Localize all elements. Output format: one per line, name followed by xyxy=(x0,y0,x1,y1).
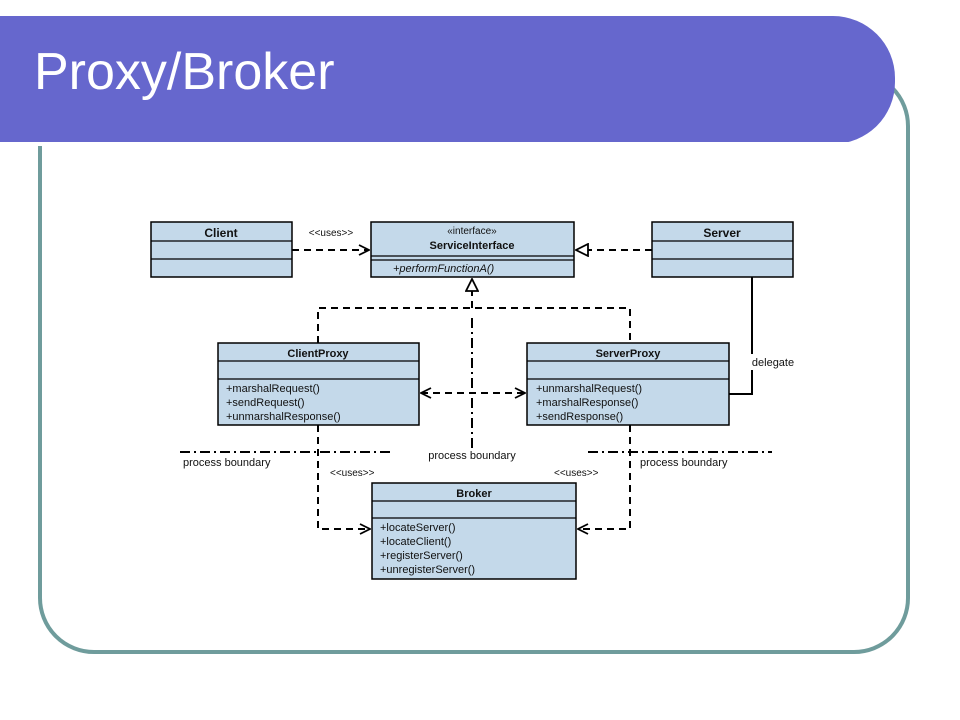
delegate-label: delegate xyxy=(752,357,794,369)
service-interface-class: «interface» ServiceInterface +performFun… xyxy=(370,221,575,278)
process-boundary-label-right: process boundary xyxy=(640,457,728,469)
server-proxy-method: +marshalResponse() xyxy=(536,397,638,409)
client-proxy-method: +sendRequest() xyxy=(226,397,305,409)
broker-method: +unregisterServer() xyxy=(380,564,475,576)
proxies-realization-line xyxy=(317,307,631,343)
uses-label-right: <<uses>> xyxy=(554,468,599,479)
title-underline xyxy=(0,142,848,146)
service-interface-stereotype: «interface» xyxy=(447,226,497,237)
client-proxy-method: +unmarshalResponse() xyxy=(226,411,341,423)
server-proxy-method: +unmarshalRequest() xyxy=(536,383,642,395)
delegate-label-bg xyxy=(741,354,805,370)
title-bar xyxy=(0,16,895,146)
client-proxy-name: ClientProxy xyxy=(287,348,349,360)
broker-method: +registerServer() xyxy=(380,550,463,562)
uses-label-top: <<uses>> xyxy=(309,228,354,239)
process-boundary-label-left: process boundary xyxy=(183,457,271,469)
delegate-line xyxy=(729,277,753,395)
broker-name: Broker xyxy=(456,488,492,500)
service-interface-name: ServiceInterface xyxy=(430,240,515,252)
client-class: Client xyxy=(150,221,293,278)
process-boundary-label-center: process boundary xyxy=(428,450,516,462)
server-proxy-uses-broker-arrow xyxy=(578,425,631,529)
server-name: Server xyxy=(703,226,741,240)
client-proxy-uses-broker-arrow xyxy=(317,425,370,529)
broker-method: +locateServer() xyxy=(380,522,456,534)
broker-method: +locateClient() xyxy=(380,536,451,548)
service-interface-method: +performFunctionA() xyxy=(393,263,495,275)
server-class: Server xyxy=(651,221,794,278)
server-proxy-method: +sendResponse() xyxy=(536,411,623,423)
client-name: Client xyxy=(204,226,237,240)
broker-class: Broker +locateServer() +locateClient() +… xyxy=(371,482,577,580)
uses-label-left: <<uses>> xyxy=(330,468,375,479)
client-proxy-method: +marshalRequest() xyxy=(226,383,320,395)
server-proxy-name: ServerProxy xyxy=(596,348,662,360)
slide-title: Proxy/Broker xyxy=(34,43,335,101)
client-proxy-class: ClientProxy +marshalRequest() +sendReque… xyxy=(217,342,420,426)
server-proxy-class: ServerProxy +unmarshalRequest() +marshal… xyxy=(526,342,730,426)
